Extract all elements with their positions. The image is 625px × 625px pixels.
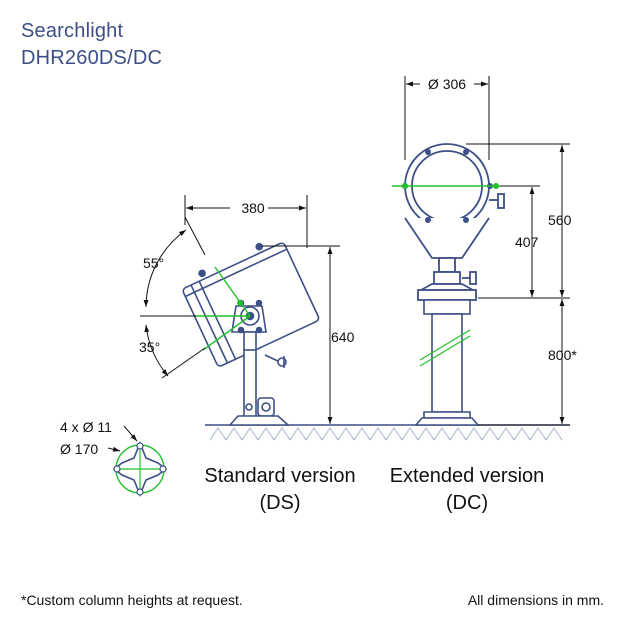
ground-line (205, 424, 570, 441)
standard-caption-name: Standard version (204, 465, 356, 487)
extended-caption: Extended version (DC) (372, 463, 562, 517)
extended-caption-code: (DC) (445, 492, 489, 514)
height-label: 640 (331, 329, 355, 345)
standard-caption: Standard version (DS) (186, 463, 374, 517)
units-note: All dimensions in mm. (467, 592, 604, 608)
product-model: DHR260DS/DC (21, 47, 163, 69)
extended-caption-name: Extended version (389, 465, 545, 487)
angle-down-label: 35° (139, 339, 160, 355)
diameter-label: Ø 306 (428, 76, 466, 92)
base-plate-detail (107, 425, 168, 498)
custom-height-note: *Custom column heights at request. (21, 592, 243, 608)
product-title: Searchlight (21, 20, 124, 42)
bolt-circle-label: Ø 170 (60, 441, 98, 457)
lamp-height-label: 407 (515, 234, 539, 250)
column-height-label: 800* (548, 347, 577, 363)
extended-searchlight (392, 76, 570, 426)
total-height-label: 560 (548, 212, 572, 228)
standard-caption-code: (DS) (259, 492, 301, 514)
standard-searchlight (140, 195, 340, 426)
angle-up-label: 55° (143, 255, 164, 271)
width-label: 380 (241, 200, 265, 216)
holes-label: 4 x Ø 11 (60, 419, 112, 435)
